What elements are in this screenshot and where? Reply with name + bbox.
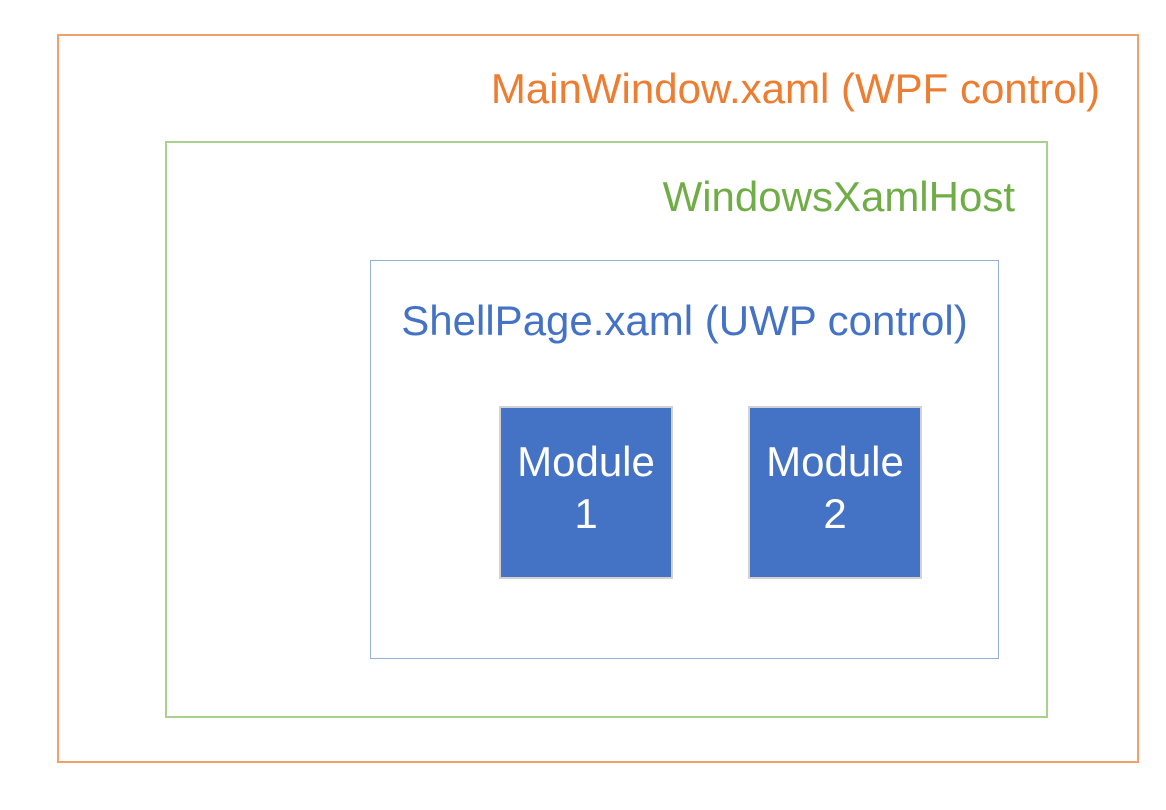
- windowsxamlhost-box: WindowsXamlHost ShellPage.xaml (UWP cont…: [165, 141, 1048, 718]
- mainwindow-wpf-label: MainWindow.xaml (WPF control): [490, 65, 1100, 112]
- module-2-label-line1: Module: [766, 437, 904, 485]
- shellpage-uwp-label: ShellPage.xaml (UWP control): [401, 297, 968, 344]
- module-2-box: Module 2: [748, 406, 922, 579]
- module-1-box: Module 1: [499, 406, 673, 579]
- shellpage-uwp-box: ShellPage.xaml (UWP control) Module 1 Mo…: [370, 260, 999, 659]
- module-1-label-line1: Module: [517, 437, 655, 485]
- windowsxamlhost-label: WindowsXamlHost: [662, 173, 1015, 220]
- module-1-label-line2: 1: [574, 489, 598, 537]
- mainwindow-wpf-box: MainWindow.xaml (WPF control) WindowsXam…: [57, 34, 1139, 763]
- module-2-label-line2: 2: [823, 489, 847, 537]
